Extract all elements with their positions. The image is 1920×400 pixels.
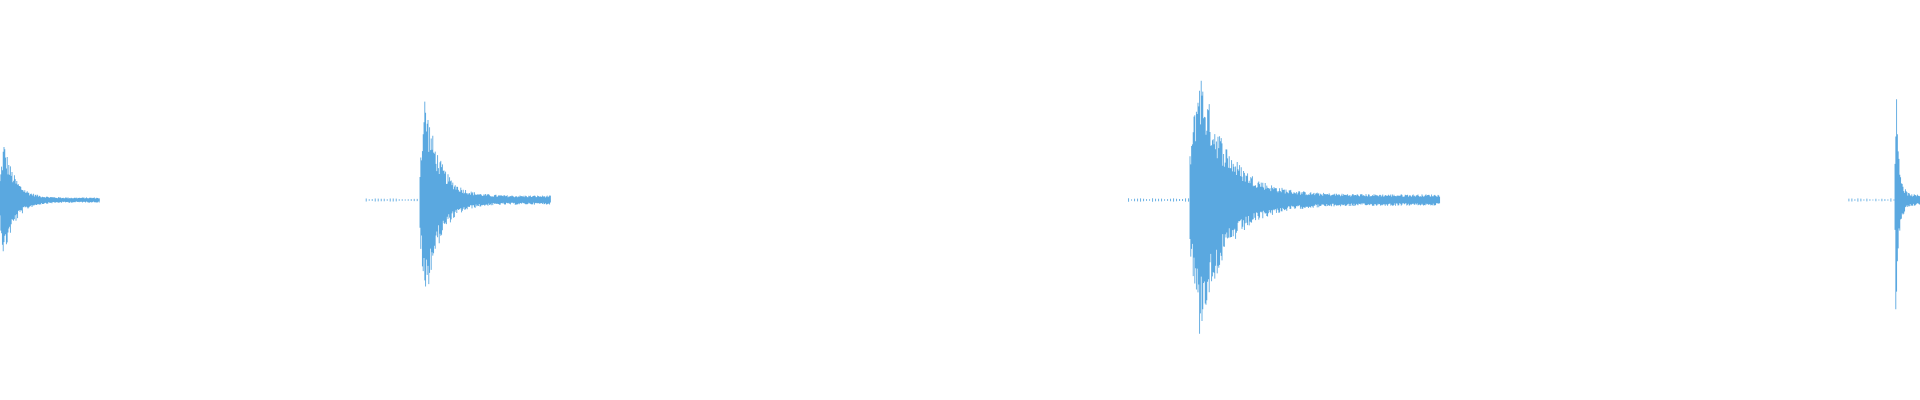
burst-3 — [1128, 80, 1441, 334]
burst-1 — [0, 147, 100, 252]
burst-1-trace — [0, 147, 100, 252]
burst-2 — [365, 101, 551, 287]
burst-4-trace — [1848, 99, 1920, 310]
burst-2-trace — [365, 101, 551, 287]
burst-4 — [1848, 99, 1920, 310]
burst-3-trace — [1128, 80, 1441, 334]
